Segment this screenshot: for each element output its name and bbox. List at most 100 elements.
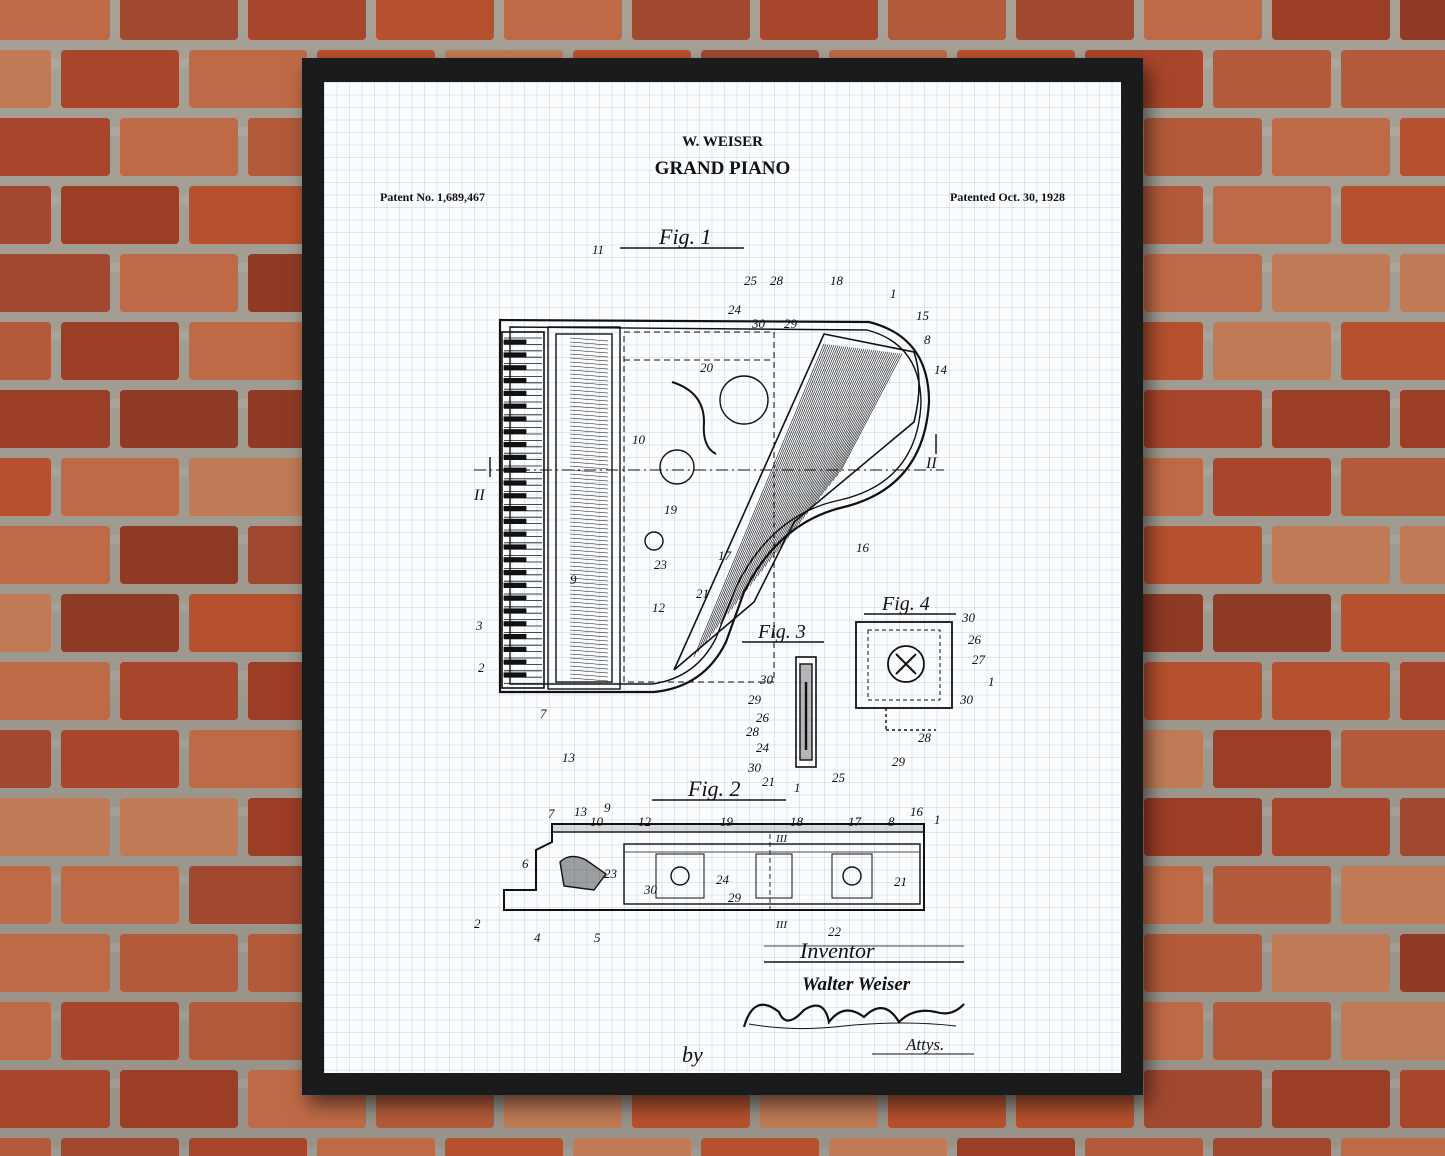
brick bbox=[0, 186, 51, 244]
black-key bbox=[503, 582, 527, 588]
hammer-hatch bbox=[569, 513, 609, 518]
brick bbox=[120, 390, 238, 448]
reference-numeral: 5 bbox=[594, 930, 601, 945]
reference-numeral: 8 bbox=[924, 332, 931, 347]
patent-date: Patented Oct. 30, 1928 bbox=[950, 190, 1065, 204]
hammer-hatch bbox=[569, 437, 609, 442]
black-key bbox=[503, 518, 527, 524]
brick bbox=[1341, 50, 1445, 108]
reference-numeral: 21 bbox=[762, 774, 775, 789]
hammer-hatch bbox=[569, 569, 609, 574]
black-key bbox=[503, 621, 527, 626]
brick bbox=[61, 322, 179, 380]
string-line bbox=[839, 353, 903, 472]
brick bbox=[120, 0, 238, 40]
black-key bbox=[503, 339, 527, 345]
attys-label: Attys. bbox=[905, 1035, 944, 1054]
brick bbox=[829, 1138, 947, 1156]
brick bbox=[445, 1138, 563, 1156]
hammer-hatch bbox=[569, 633, 609, 638]
hammer-hatch bbox=[569, 345, 609, 350]
brick bbox=[61, 866, 179, 924]
brick bbox=[0, 1070, 110, 1128]
hammer-hatch bbox=[569, 497, 609, 502]
brick bbox=[61, 1138, 179, 1156]
black-key bbox=[503, 365, 527, 371]
string-line bbox=[697, 344, 827, 653]
hammer-hatch bbox=[569, 477, 609, 482]
hammer-hatch bbox=[569, 337, 609, 342]
black-key bbox=[503, 531, 527, 537]
brick bbox=[189, 50, 307, 108]
hammer-hatch bbox=[569, 669, 609, 674]
hammer-hatch bbox=[569, 385, 609, 390]
string-line bbox=[779, 349, 871, 548]
string-line bbox=[704, 344, 831, 643]
hammer-hatch bbox=[569, 353, 609, 358]
hammer-hatch bbox=[569, 605, 609, 610]
brick bbox=[0, 390, 110, 448]
reference-numeral: 23 bbox=[604, 866, 618, 881]
brick bbox=[1400, 798, 1445, 856]
hammer-hatch bbox=[569, 661, 609, 666]
string-line bbox=[746, 347, 853, 591]
black-key bbox=[503, 480, 527, 486]
reference-numeral: 25 bbox=[744, 273, 758, 288]
brick bbox=[1400, 1070, 1445, 1128]
reference-numeral: 30 bbox=[643, 882, 658, 897]
reference-numeral: 2 bbox=[474, 916, 481, 931]
string-line bbox=[723, 345, 841, 620]
hammer-hatch bbox=[569, 601, 609, 606]
brick bbox=[1144, 118, 1262, 176]
brick bbox=[61, 50, 179, 108]
brick bbox=[120, 798, 238, 856]
reference-numeral: 28 bbox=[770, 273, 784, 288]
inventor-label: Inventor bbox=[799, 938, 875, 963]
brick bbox=[1085, 1138, 1203, 1156]
hammer-hatch bbox=[569, 485, 609, 490]
black-key bbox=[503, 646, 527, 652]
string-line bbox=[719, 345, 839, 624]
patent-print: W. WEISER GRAND PIANO Patent No. 1,689,4… bbox=[324, 82, 1121, 1073]
hammer-hatch bbox=[569, 341, 609, 346]
string-line bbox=[727, 346, 843, 615]
black-key bbox=[503, 429, 527, 435]
hammer-hatch bbox=[569, 625, 609, 630]
reference-numeral: 1 bbox=[988, 674, 995, 689]
string-line bbox=[791, 350, 877, 534]
reference-numeral: 29 bbox=[784, 316, 798, 331]
hammer-hatch bbox=[569, 565, 609, 570]
attorney-signature bbox=[742, 1003, 965, 1028]
brick bbox=[0, 730, 51, 788]
hammer-hatch bbox=[569, 449, 609, 454]
reference-numeral: 6 bbox=[522, 856, 529, 871]
reference-numeral: 24 bbox=[716, 872, 730, 887]
hammer-hatch bbox=[569, 577, 609, 582]
hammer-hatch bbox=[569, 649, 609, 654]
string-line bbox=[787, 350, 875, 539]
hammer-hatch bbox=[569, 365, 609, 370]
reference-numeral: 29 bbox=[892, 754, 906, 769]
hammer-hatch bbox=[569, 489, 609, 494]
hammer-hatch bbox=[569, 637, 609, 642]
brick bbox=[1272, 254, 1390, 312]
brick bbox=[1213, 458, 1331, 516]
hammer-hatch bbox=[569, 469, 609, 474]
brick bbox=[573, 1138, 691, 1156]
hammer-hatch bbox=[569, 529, 609, 534]
hammer-hatch bbox=[569, 417, 609, 422]
string-line bbox=[824, 352, 895, 491]
hammer-hatch bbox=[569, 509, 609, 514]
hammer-hatch bbox=[569, 621, 609, 626]
brick bbox=[1341, 866, 1445, 924]
brick bbox=[61, 730, 179, 788]
string-line bbox=[693, 343, 825, 658]
by-label: by bbox=[682, 1042, 703, 1067]
reference-numeral: 30 bbox=[751, 316, 766, 331]
hammer-hatch bbox=[569, 413, 609, 418]
brick bbox=[317, 1138, 435, 1156]
string-line bbox=[712, 345, 835, 634]
reference-numeral: 1 bbox=[934, 812, 941, 827]
string-line bbox=[802, 351, 883, 520]
brick bbox=[1144, 662, 1262, 720]
